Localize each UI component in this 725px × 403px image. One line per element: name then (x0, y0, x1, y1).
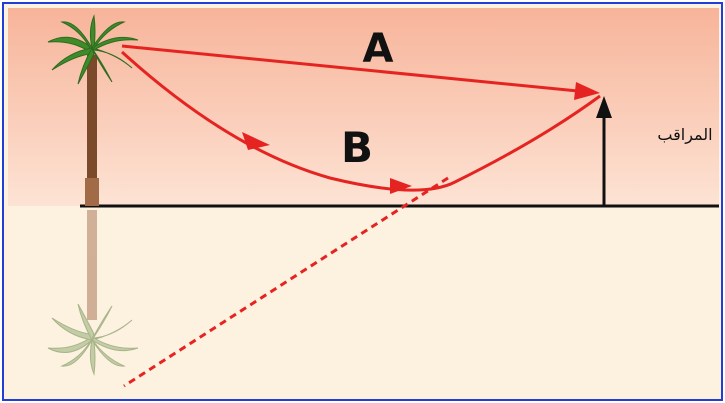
ground-area (8, 206, 719, 395)
label-ray-b: B (341, 123, 373, 172)
label-ray-a: A (363, 26, 394, 72)
label-observer: المراقب (657, 125, 712, 145)
